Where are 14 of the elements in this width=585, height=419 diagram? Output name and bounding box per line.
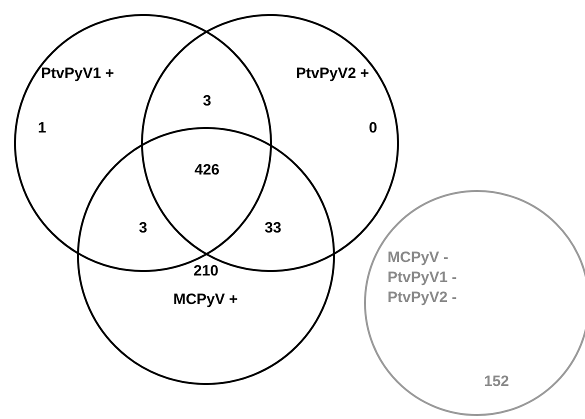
count-label: 3 bbox=[138, 220, 148, 236]
count-label: 0 bbox=[368, 120, 378, 136]
set-label: MCPyV - PtvPyV1 - PtvPyV2 - bbox=[388, 248, 458, 308]
count-label: 1 bbox=[38, 120, 46, 136]
set-label: MCPyV + bbox=[173, 290, 238, 310]
set-label: PtvPyV2 + bbox=[296, 64, 369, 84]
count-label: 3 bbox=[202, 92, 212, 110]
set-label: PtvPyV1 + bbox=[41, 64, 114, 84]
count-label: 152 bbox=[484, 372, 510, 392]
venn-circle bbox=[77, 127, 335, 385]
count-label: 426 bbox=[194, 162, 220, 178]
venn-circle bbox=[364, 190, 585, 416]
count-label: 210 bbox=[193, 262, 219, 280]
count-label: 33 bbox=[264, 220, 282, 236]
